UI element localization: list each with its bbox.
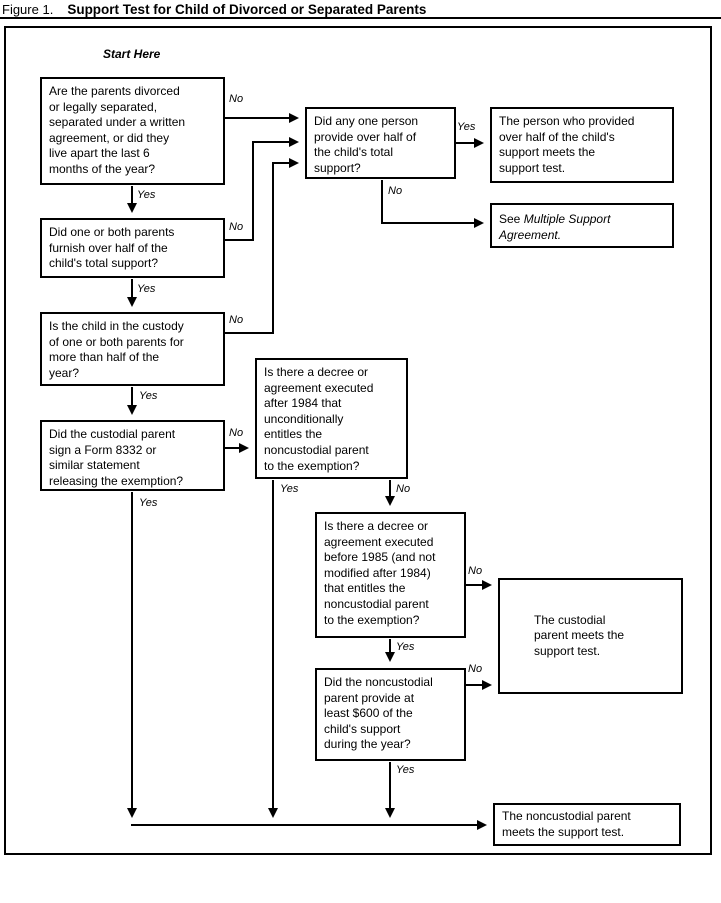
edge-label-b-no: No	[229, 221, 244, 233]
edge-label-c-yes: Yes	[139, 390, 158, 402]
edge-label-d-yes: Yes	[139, 497, 158, 509]
result-noncustodial-parent-meets-test: The noncustodial parent meets the suppor…	[493, 803, 681, 846]
question-600-dollars-support: Did the noncustodial parent provide at l…	[315, 668, 466, 761]
multiple-support-agreement-reference: Multiple Support Agreement.	[499, 212, 611, 242]
question-decree-before-1985: Is there a decree or agreement executed …	[315, 512, 466, 638]
question-parents-divorced: Are the parents divorced or legally sepa…	[40, 77, 225, 185]
question-decree-after-1984: Is there a decree or agreement executed …	[255, 358, 408, 479]
edge-label-d-no: No	[229, 427, 244, 439]
figure-title: Figure 1. Support Test for Child of Divor…	[2, 2, 426, 17]
start-here-label: Start Here	[103, 47, 161, 61]
question-form-8332: Did the custodial parent sign a Form 833…	[40, 420, 225, 491]
edge-label-j-yes: Yes	[396, 764, 415, 776]
question-custody: Is the child in the custody of one or bo…	[40, 312, 225, 386]
edge-label-i-no: No	[468, 565, 483, 577]
result-custodial-parent-meets-test: The custodial parent meets the support t…	[498, 578, 683, 694]
question-parents-half-support: Did one or both parents furnish over hal…	[40, 218, 225, 278]
edge-label-c-no: No	[229, 314, 244, 326]
flowchart-border	[4, 26, 712, 855]
figure-number-label: Figure 1.	[2, 2, 54, 17]
question-one-person-half-support: Did any one person provide over half of …	[305, 107, 456, 179]
edge-label-j-no: No	[468, 663, 483, 675]
edge-label-h-no: No	[396, 483, 411, 495]
edge-label-e-yes: Yes	[457, 121, 476, 133]
edge-label-h-yes: Yes	[280, 483, 299, 495]
edge-label-i-yes: Yes	[396, 641, 415, 653]
title-rule	[0, 17, 721, 19]
result-person-meets-test: The person who provided over half of the…	[490, 107, 674, 183]
edge-label-b-yes: Yes	[137, 283, 156, 295]
edge-label-a-yes: Yes	[137, 189, 156, 201]
see-label: See	[499, 212, 521, 226]
edge-label-a-no: No	[229, 93, 244, 105]
edge-label-e-no: No	[388, 185, 403, 197]
figure-title-text: Support Test for Child of Divorced or Se…	[67, 2, 427, 17]
result-see-multiple-support-agreement: See Multiple Support Agreement.	[490, 203, 674, 248]
